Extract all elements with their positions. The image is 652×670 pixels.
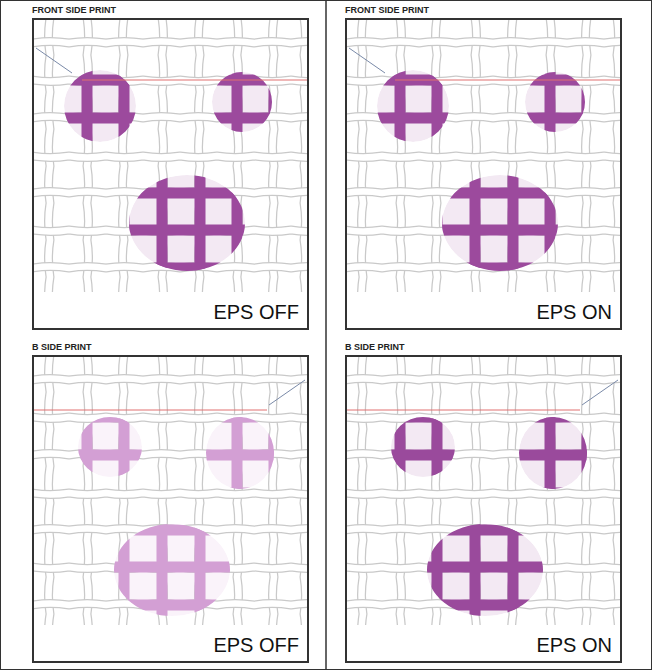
print-panel: FRONT SIDE PRINTEPS ON: [345, 18, 622, 330]
guide-line: [347, 410, 580, 411]
mode-label: EPS ON: [534, 634, 614, 657]
guide-line: [395, 80, 620, 81]
leader-line: [36, 48, 72, 73]
ink-dot: [345, 18, 622, 303]
ink-dot: [32, 18, 309, 303]
mode-label: EPS ON: [534, 301, 614, 324]
fabric-panel: [345, 355, 652, 651]
print-panel: B SIDE PRINTEPS OFF: [32, 355, 309, 663]
panel-heading: B SIDE PRINT: [32, 342, 92, 352]
fabric-panel: [32, 355, 365, 651]
mode-label: EPS OFF: [211, 634, 301, 657]
ink-dot: [32, 355, 309, 640]
panel-heading: FRONT SIDE PRINT: [32, 5, 116, 15]
ink-dot: [345, 355, 622, 640]
weave-threads: [34, 357, 307, 625]
weave-threads: [347, 20, 620, 292]
column-divider: [325, 0, 327, 670]
guide-line: [34, 410, 267, 411]
panel-heading: FRONT SIDE PRINT: [345, 5, 429, 15]
mode-label: EPS OFF: [211, 301, 301, 324]
guide-line: [82, 80, 307, 81]
weave-threads: [347, 357, 620, 625]
leader-line: [349, 48, 385, 73]
print-panel: B SIDE PRINTEPS ON: [345, 355, 622, 663]
print-panel: FRONT SIDE PRINTEPS OFF: [32, 18, 309, 330]
leader-line: [582, 380, 618, 405]
leader-line: [269, 380, 305, 405]
panel-heading: B SIDE PRINT: [345, 342, 405, 352]
fabric-panel: [345, 18, 652, 314]
fabric-panel: [32, 18, 365, 314]
weave-threads: [34, 20, 307, 292]
